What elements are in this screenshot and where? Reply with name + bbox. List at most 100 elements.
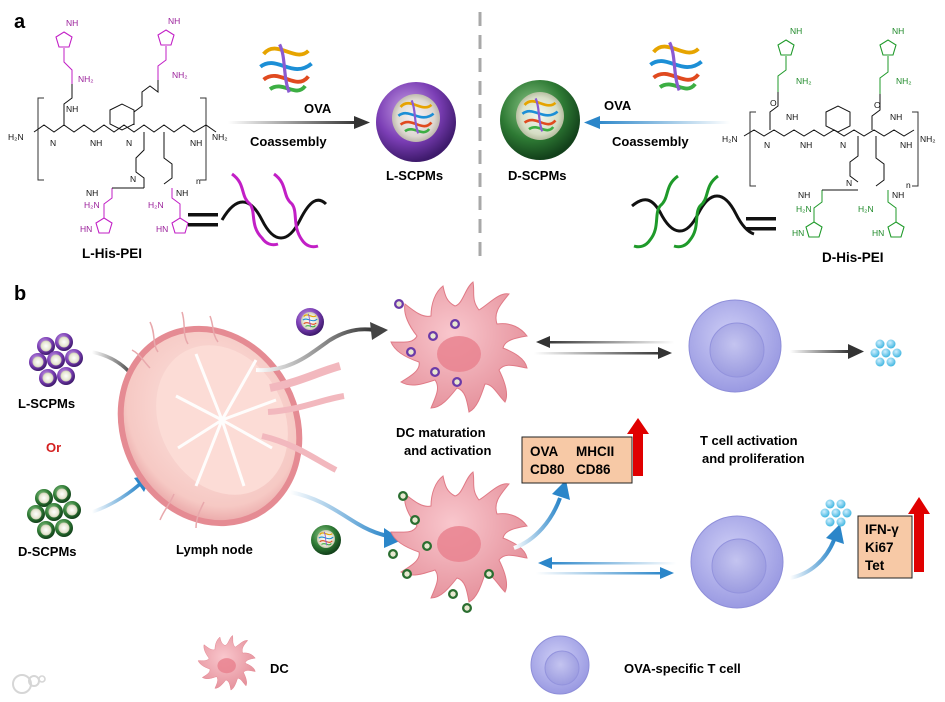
dc-cell-lower bbox=[388, 471, 528, 613]
arrow-dc-to-t-upper bbox=[534, 352, 662, 355]
arrow-dc-to-t-lower bbox=[536, 572, 664, 575]
marker-ova: OVA bbox=[530, 444, 559, 459]
d-scpms-label: D-SCPMs bbox=[18, 544, 77, 559]
coassembly-label-left: Coassembly bbox=[250, 134, 327, 149]
panel-a-label: a bbox=[14, 11, 26, 33]
arrow-dc-to-markers bbox=[513, 497, 562, 550]
chem-label: NH bbox=[786, 112, 798, 122]
l-scpms-label: L-SCPMs bbox=[18, 396, 75, 411]
chem-label: NH bbox=[800, 140, 812, 150]
l-scpms-cluster bbox=[29, 333, 83, 387]
arrowhead bbox=[384, 528, 402, 548]
cytokine-dots-lower bbox=[820, 499, 852, 527]
chem-label: NH bbox=[798, 190, 810, 200]
arrow-d-to-dc bbox=[289, 490, 389, 538]
coassembly-label-right: Coassembly bbox=[612, 134, 689, 149]
d-scpms-cluster bbox=[27, 485, 81, 539]
chem-label: N bbox=[126, 138, 132, 148]
chem-label: H₂N bbox=[148, 200, 164, 210]
chem-label: n bbox=[196, 176, 201, 186]
chem-label: H₂N bbox=[796, 204, 812, 214]
up-arrow-dc-head bbox=[627, 418, 649, 434]
arrowhead bbox=[354, 116, 370, 129]
arrow-t-lower-to-cytokines bbox=[789, 539, 836, 580]
arrow-l-to-dc bbox=[255, 327, 375, 373]
marker-cd80: CD80 bbox=[530, 462, 565, 477]
arrow-t-to-dc-upper bbox=[546, 341, 674, 344]
ova-protein-right bbox=[648, 40, 704, 93]
chem-label: NH bbox=[892, 26, 904, 36]
d-scpms-product-label: D-SCPMs bbox=[508, 168, 567, 183]
l-scpm-travelling bbox=[296, 308, 324, 336]
chem-label: N bbox=[840, 140, 846, 150]
chem-label: H₂N bbox=[8, 132, 24, 142]
up-arrow-dc-shaft bbox=[633, 432, 643, 476]
chem-label: NH bbox=[890, 112, 902, 122]
up-arrow-t-shaft bbox=[914, 512, 924, 572]
l-his-pei-structure: NH NH NH₂ NH₂ NH H₂N N NH N NH NH₂ n N N… bbox=[8, 16, 228, 234]
t-markers-box: IFN-γ Ki67 Tet bbox=[857, 515, 913, 579]
arrowhead bbox=[584, 116, 600, 129]
marker-mhcii: MHCII bbox=[576, 444, 614, 459]
chem-label: NH bbox=[176, 188, 188, 198]
cytokine-dots-upper bbox=[870, 339, 902, 367]
l-scpms-product-label: L-SCPMs bbox=[386, 168, 443, 183]
chem-label: NH₂ bbox=[896, 76, 912, 86]
chem-label: O bbox=[874, 100, 881, 110]
panel-b-label: b bbox=[14, 283, 26, 305]
marker-tet: Tet bbox=[865, 558, 885, 573]
legend-dc-label: DC bbox=[270, 661, 289, 676]
chem-label: NH bbox=[790, 26, 802, 36]
arrowhead bbox=[826, 524, 844, 544]
l-his-pei-cartoon bbox=[188, 172, 328, 249]
d-scpm-sphere bbox=[500, 80, 580, 160]
chem-label: NH bbox=[90, 138, 102, 148]
chem-label: HN bbox=[872, 228, 884, 238]
d-his-pei-label: D-His-PEI bbox=[822, 250, 884, 265]
dc-cell-upper bbox=[390, 281, 528, 413]
t-stage-line2: and proliferation bbox=[702, 451, 805, 466]
d-his-pei-structure: NH NH NH₂ NH₂ O O NH NH H₂N N NH N NH NH… bbox=[722, 26, 936, 238]
chem-label: NH bbox=[900, 140, 912, 150]
arrowhead bbox=[848, 344, 864, 359]
l-scpm-sphere bbox=[376, 82, 456, 162]
marker-ifn-gamma: IFN-γ bbox=[865, 522, 899, 537]
chem-label: NH₂ bbox=[78, 74, 94, 84]
dc-markers-box: OVA MHCII CD80 CD86 bbox=[521, 436, 633, 484]
chem-label: H₂N bbox=[722, 134, 738, 144]
chem-label: N bbox=[130, 174, 136, 184]
lymph-node-illustration bbox=[117, 311, 345, 529]
chem-label: NH₂ bbox=[212, 132, 228, 142]
t-stage-line1: T cell activation bbox=[700, 433, 798, 448]
or-label: Or bbox=[46, 440, 61, 455]
legend-dc-icon bbox=[197, 635, 256, 691]
ova-label-left: OVA bbox=[304, 101, 332, 116]
marker-cd86: CD86 bbox=[576, 462, 611, 477]
ova-label-right: OVA bbox=[604, 98, 632, 113]
chem-label: H₂N bbox=[858, 204, 874, 214]
t-cell-upper bbox=[688, 299, 782, 393]
chem-label: NH bbox=[190, 138, 202, 148]
arrowhead bbox=[658, 347, 672, 359]
chem-label: N bbox=[50, 138, 56, 148]
chem-label: NH₂ bbox=[920, 134, 936, 144]
d-his-pei-cartoon bbox=[631, 174, 776, 249]
chem-label: NH bbox=[66, 104, 78, 114]
coassembly-arrow-left bbox=[228, 121, 358, 124]
chem-label: O bbox=[770, 98, 777, 108]
arrowhead bbox=[536, 336, 550, 348]
arrowhead bbox=[552, 480, 570, 500]
arrowhead bbox=[370, 322, 388, 340]
arrow-d-into-node bbox=[91, 482, 142, 514]
chem-label: N bbox=[764, 140, 770, 150]
arrowhead bbox=[538, 557, 552, 569]
dc-stage-line1: DC maturation bbox=[396, 425, 486, 440]
chem-label: NH₂ bbox=[796, 76, 812, 86]
chem-label: HN bbox=[792, 228, 804, 238]
d-scpm-travelling bbox=[311, 525, 341, 555]
t-cell-lower bbox=[690, 515, 784, 609]
lymph-node-label: Lymph node bbox=[176, 542, 253, 557]
chem-label: N bbox=[846, 178, 852, 188]
